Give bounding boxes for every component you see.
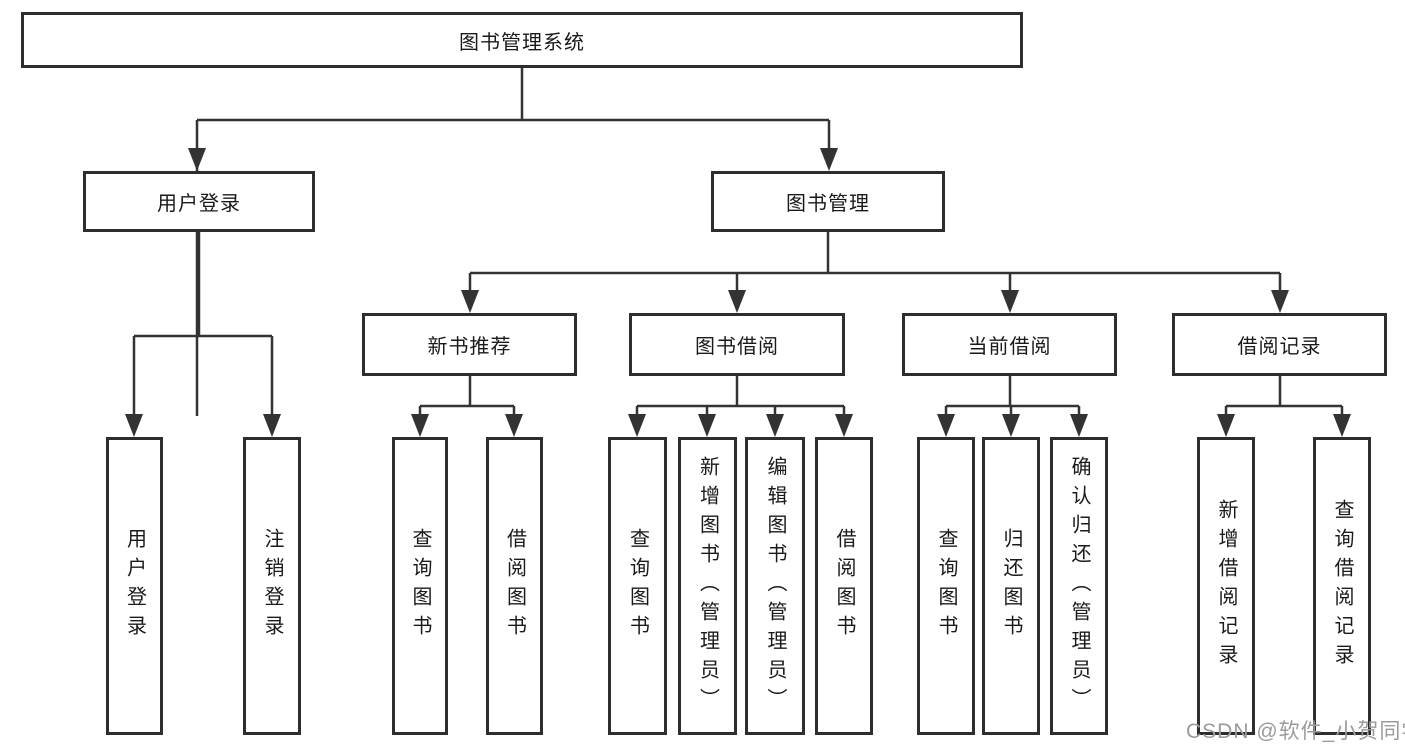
leaf-query-borrow-record: 查询借阅记录 — [1313, 437, 1371, 735]
leaf-logout-label: 注销登录 — [261, 528, 283, 644]
node-root-system: 图书管理系统 — [21, 12, 1023, 68]
leaf-query-books-borrow-label: 查询图书 — [626, 528, 649, 644]
node-borrow-records-label: 借阅记录 — [1237, 336, 1322, 358]
node-book-management: 图书管理 — [711, 171, 945, 232]
leaf-edit-book-admin-label: 编辑图书（管理员） — [764, 455, 786, 717]
node-new-book-recommend: 新书推荐 — [362, 313, 577, 376]
leaf-add-borrow-record-label: 新增借阅记录 — [1215, 499, 1237, 673]
leaf-add-borrow-record: 新增借阅记录 — [1197, 437, 1255, 735]
leaf-borrow-book-label: 借阅图书 — [833, 528, 855, 644]
arrowheads — [125, 148, 1351, 437]
leaf-confirm-return-admin-label: 确认归还（管理员） — [1068, 455, 1090, 717]
leaf-return-book: 归还图书 — [982, 437, 1040, 735]
leaf-query-books-borrow: 查询图书 — [608, 437, 667, 735]
leaf-return-book-label: 归还图书 — [1000, 528, 1022, 644]
leaf-query-books-current: 查询图书 — [917, 437, 975, 735]
node-new-book-recommend-label: 新书推荐 — [427, 336, 512, 358]
csdn-watermark: CSDN @软件_小贺同学 — [1186, 720, 1405, 743]
node-book-borrow: 图书借阅 — [629, 313, 845, 376]
leaf-confirm-return-admin: 确认归还（管理员） — [1050, 437, 1108, 735]
node-current-borrow: 当前借阅 — [902, 313, 1117, 376]
leaf-query-books-recommend-label: 查询图书 — [409, 528, 431, 644]
leaf-add-book-admin-label: 新增图书（管理员） — [696, 455, 719, 717]
leaf-user-login-label: 用户登录 — [123, 528, 146, 644]
node-borrow-records: 借阅记录 — [1172, 313, 1387, 376]
node-current-borrow-label: 当前借阅 — [967, 336, 1052, 358]
node-root-label: 图书管理系统 — [459, 31, 585, 54]
node-user-login-label: 用户登录 — [157, 193, 241, 215]
leaf-logout: 注销登录 — [243, 437, 301, 735]
leaf-query-borrow-record-label: 查询借阅记录 — [1331, 499, 1353, 673]
node-book-borrow-label: 图书借阅 — [695, 336, 779, 358]
leaf-borrow-books-recommend-label: 借阅图书 — [503, 528, 526, 644]
node-book-management-label: 图书管理 — [786, 193, 870, 215]
leaf-query-books-recommend: 查询图书 — [392, 437, 448, 735]
leaf-borrow-books-recommend: 借阅图书 — [486, 437, 543, 735]
leaf-query-books-current-label: 查询图书 — [935, 528, 957, 644]
node-user-login: 用户登录 — [83, 171, 315, 232]
leaf-borrow-book: 借阅图书 — [815, 437, 873, 735]
leaf-add-book-admin: 新增图书（管理员） — [678, 437, 737, 735]
leaf-user-login: 用户登录 — [106, 437, 163, 735]
leaf-edit-book-admin: 编辑图书（管理员） — [745, 437, 805, 735]
